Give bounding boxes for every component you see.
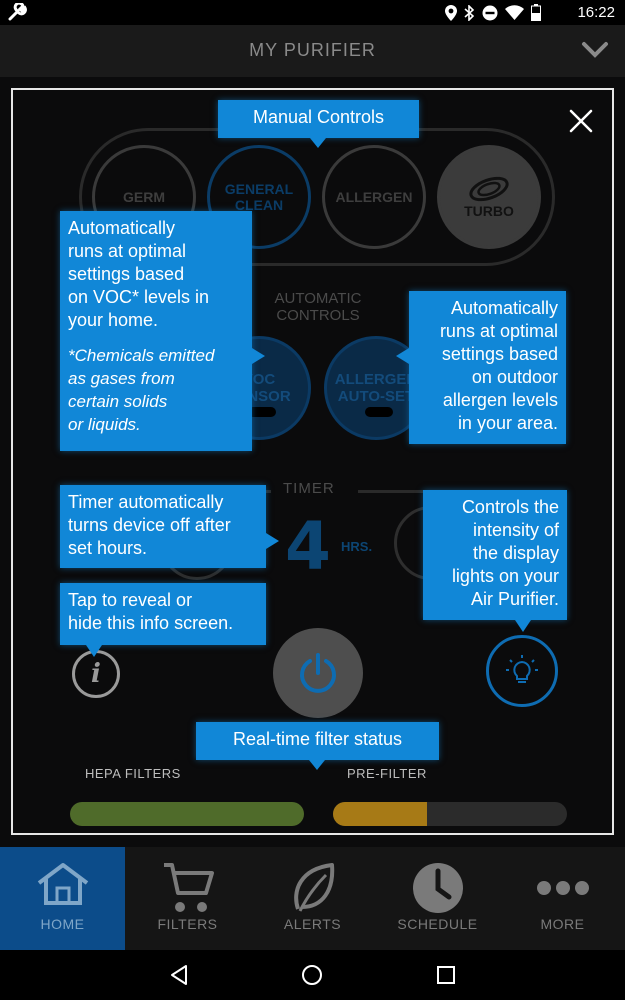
turbo-mode-button[interactable]: TURBO	[437, 145, 541, 249]
allergen-tip-line: on outdoor	[471, 367, 558, 387]
home-icon	[37, 863, 88, 905]
system-nav-bar	[0, 950, 625, 1000]
voc-tip-line: your home.	[68, 310, 159, 330]
power-icon	[300, 653, 336, 693]
light-tip-line: intensity of	[472, 520, 559, 540]
back-icon[interactable]	[167, 963, 191, 987]
clock-icon	[412, 863, 463, 913]
info-tip-line: hide this info screen.	[68, 613, 234, 633]
nav-item-filters[interactable]: FILTERS	[125, 847, 250, 950]
timer-label: TIMER	[283, 480, 335, 497]
filter-status-tip-text: Real-time filter status	[232, 729, 403, 749]
close-icon[interactable]	[568, 108, 594, 134]
info-icon: i	[91, 659, 101, 689]
info-button-tip: Tap to reveal or hide this info screen.	[60, 583, 266, 657]
nav-label-filters: FILTERS	[157, 916, 218, 932]
pre-filter-bar	[333, 802, 567, 826]
allergen-tip-line: runs at optimal	[439, 321, 558, 341]
recents-icon[interactable]	[434, 963, 458, 987]
hepa-filter-label: HEPA FILTERS	[85, 766, 181, 781]
bottom-nav: HOME FILTERS ALERTS SCHEDULE MORE	[0, 847, 625, 950]
light-tip-line: the display	[472, 543, 559, 563]
status-bar: 16:22	[0, 0, 625, 25]
filter-status-tip: Real-time filter status	[196, 722, 439, 770]
light-tip-line: lights on your	[451, 566, 559, 586]
timer-tip-line: Timer automatically	[68, 492, 224, 512]
chevron-down-icon[interactable]	[581, 41, 609, 59]
voc-note-line: or liquids.	[68, 415, 141, 434]
allergen-auto-set-tip: Automatically runs at optimal settings b…	[396, 291, 566, 444]
allergen-auto-set-label: ALLERGEN AUTO-SET	[334, 371, 418, 405]
nav-label-more: MORE	[540, 916, 585, 932]
allergen-indicator	[365, 407, 393, 417]
nav-label-schedule: SCHEDULE	[397, 916, 478, 932]
manual-controls-tip-text: Manual Controls	[252, 107, 385, 127]
allergen-tip-line: Automatically	[450, 298, 558, 318]
nav-label-alerts: ALERTS	[283, 916, 342, 932]
nav-label-home: HOME	[40, 916, 85, 932]
timer-tip-line: set hours.	[68, 538, 148, 558]
power-button[interactable]	[273, 628, 363, 718]
info-tip-line: Tap to reveal or	[68, 590, 193, 610]
page-title: MY PURIFIER	[249, 40, 376, 60]
allergen-tip-line: in your area.	[457, 413, 558, 433]
voc-tip-line: Automatically	[68, 218, 176, 238]
voc-note-line: as gases from	[68, 369, 175, 388]
voc-note-line: *Chemicals emitted	[68, 346, 215, 365]
location-icon	[445, 4, 457, 21]
app-header: MY PURIFIER	[0, 25, 625, 77]
display-light-tip: Controls the intensity of the display li…	[423, 490, 567, 632]
timer-tip-line: turns device off after	[68, 515, 231, 535]
lightbulb-icon	[506, 655, 538, 683]
turbo-label: TURBO	[464, 203, 514, 219]
manual-controls-tip: Manual Controls	[218, 100, 419, 148]
wrench-icon	[8, 3, 27, 21]
general-clean-mode-button[interactable]: GENERAL CLEAN	[207, 145, 311, 249]
nav-item-home[interactable]: HOME	[0, 847, 125, 950]
more-icon	[536, 881, 589, 895]
voc-sensor-tip: Automatically runs at optimal settings b…	[60, 211, 265, 451]
pre-filter-label: PRE-FILTER	[347, 766, 427, 781]
info-overlay: GERM GENERAL CLEAN ALLERGEN TURBO AUTOMA…	[11, 88, 614, 835]
voc-indicator	[248, 407, 276, 417]
info-button[interactable]: i	[72, 650, 120, 698]
voc-tip-line: on VOC* levels in	[68, 287, 210, 307]
voc-note-line: certain solids	[68, 392, 168, 411]
clock: 16:22	[577, 4, 615, 21]
allergen-tip-line: allergen levels	[442, 390, 558, 410]
pre-filter-fill	[333, 802, 427, 826]
voc-tip-footnote: *Chemicals emitted as gases from certain…	[68, 344, 244, 436]
voc-tip-line: runs at optimal	[68, 241, 187, 261]
display-light-button[interactable]	[486, 635, 558, 707]
allergen-tip-line: settings based	[441, 344, 558, 364]
wifi-icon	[505, 5, 524, 20]
do-not-disturb-icon	[482, 5, 498, 20]
timer-value: 4	[285, 508, 331, 585]
nav-item-alerts[interactable]: ALERTS	[250, 847, 375, 950]
timer-tip: Timer automatically turns device off aft…	[60, 485, 279, 568]
home-circle-icon[interactable]	[300, 963, 324, 987]
voc-tip-line: settings based	[68, 264, 185, 284]
battery-icon	[531, 4, 541, 21]
nav-item-more[interactable]: MORE	[500, 847, 625, 950]
timer-unit: HRS.	[341, 539, 373, 554]
timer-divider-right	[358, 490, 438, 493]
hepa-filter-fill	[70, 802, 304, 826]
light-tip-line: Air Purifier.	[470, 589, 559, 609]
cart-icon	[163, 863, 214, 912]
turbo-swirl-icon	[469, 176, 509, 202]
allergen-mode-button[interactable]: ALLERGEN	[322, 145, 426, 249]
nav-item-schedule[interactable]: SCHEDULE	[375, 847, 500, 950]
bluetooth-icon	[464, 4, 475, 21]
leaf-icon	[293, 863, 334, 912]
automatic-controls-label: AUTOMATIC CONTROLS	[274, 290, 362, 324]
hepa-filter-bar	[70, 802, 304, 826]
light-tip-line: Controls the	[461, 497, 559, 517]
